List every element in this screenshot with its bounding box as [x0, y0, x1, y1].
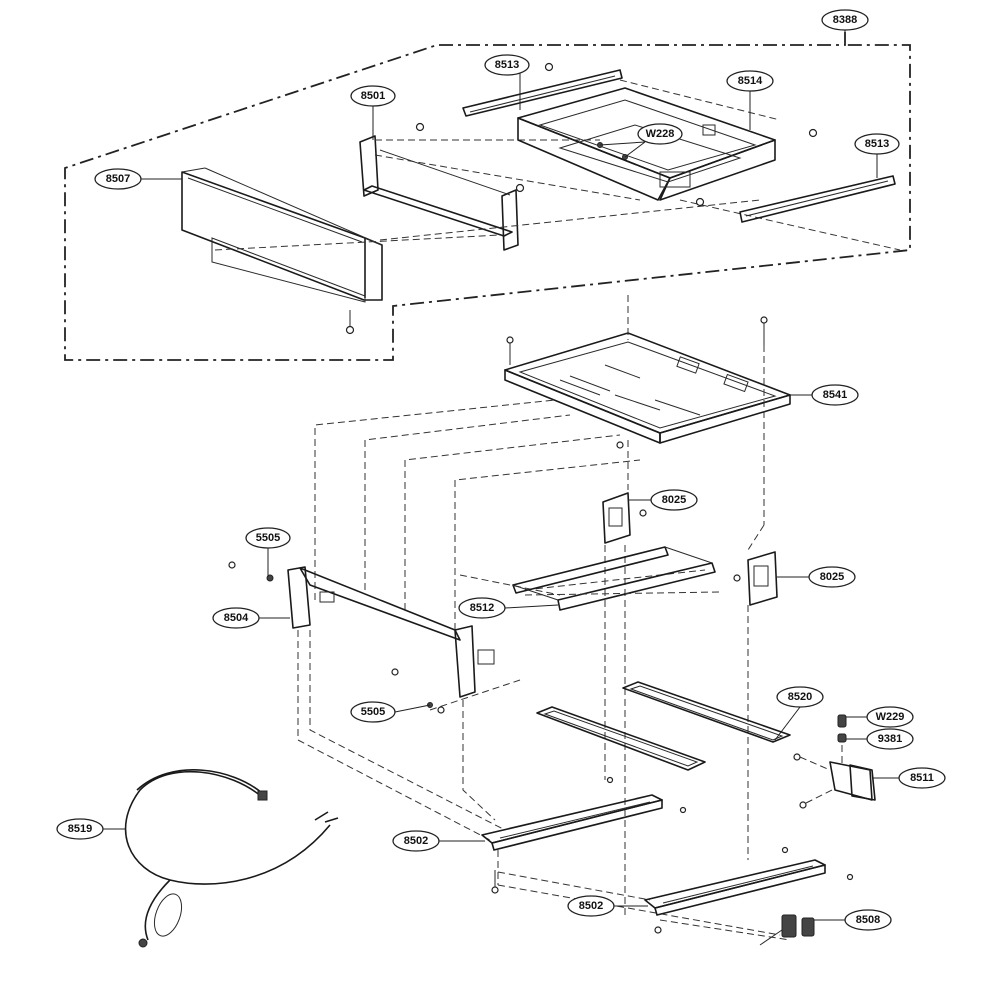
callout-label: 8501	[361, 90, 385, 102]
drawer-slide-rail	[462, 69, 896, 223]
callout-5505-lower: 5505	[350, 701, 431, 723]
callout-8513-right: 8513	[854, 133, 900, 178]
callout-label: 5505	[361, 706, 385, 718]
lower-rail	[481, 776, 687, 894]
callout-8541: 8541	[790, 384, 859, 406]
hinge-bracket	[793, 714, 876, 809]
callout-8504: 8504	[212, 607, 290, 629]
wire-harness	[124, 769, 339, 948]
callout-label: 8502	[404, 835, 428, 847]
cross-rail	[512, 546, 721, 611]
drawer-side-bracket	[359, 135, 641, 251]
callout-8025-upper: 8025	[628, 489, 698, 511]
callout-label: W228	[646, 128, 675, 140]
callout-8025-lower: 8025	[777, 566, 856, 588]
callout-8520: 8520	[774, 686, 824, 741]
callout-label: 8504	[224, 612, 249, 624]
callout-label: 8513	[865, 138, 889, 150]
callout-8511: 8511	[873, 767, 946, 789]
front-frame	[228, 561, 495, 714]
callout-w228: W228	[599, 123, 683, 158]
top-cover-plate	[504, 316, 791, 449]
slide-track	[536, 681, 791, 771]
callout-8512: 8512	[458, 597, 559, 619]
lower-rail	[644, 846, 854, 934]
mounting-bracket	[602, 492, 778, 606]
assembly-guide-lines	[297, 295, 791, 941]
callout-label: 8511	[910, 772, 934, 784]
callout-8513-top: 8513	[484, 54, 530, 110]
callout-label: 8514	[738, 75, 763, 87]
callout-5505-upper: 5505	[245, 527, 291, 577]
callout-9381: 9381	[846, 728, 914, 750]
callout-8501: 8501	[350, 85, 396, 140]
callout-label: 8520	[788, 691, 812, 703]
callout-label: 8507	[106, 173, 130, 185]
callout-label: 8502	[579, 900, 603, 912]
callout-label: 8388	[833, 14, 857, 26]
callout-label: 8508	[856, 914, 880, 926]
leveling-foot	[759, 914, 815, 946]
callout-8507: 8507	[94, 168, 182, 190]
callout-w229: W229	[846, 706, 914, 728]
drawer-tub	[379, 79, 901, 251]
callout-8514: 8514	[726, 70, 774, 130]
callout-8388: 8388	[821, 9, 869, 45]
drawer-front-panel	[181, 167, 501, 303]
callout-8502-upper: 8502	[392, 830, 485, 852]
callout-8519: 8519	[56, 818, 125, 840]
callout-label: 8025	[662, 494, 686, 506]
callout-label: 8513	[495, 59, 519, 71]
callout-label: 8512	[470, 602, 494, 614]
callout-8508: 8508	[814, 909, 892, 931]
callout-label: 8541	[823, 389, 847, 401]
callout-label: W229	[876, 711, 905, 723]
drawer-assembly-boundary	[64, 32, 911, 361]
callout-label: 9381	[878, 733, 902, 745]
callout-label: 8025	[820, 571, 844, 583]
callout-label: 8519	[68, 823, 92, 835]
screw	[345, 62, 818, 335]
callout-8502-lower: 8502	[567, 895, 648, 917]
callout-label: 5505	[256, 532, 280, 544]
